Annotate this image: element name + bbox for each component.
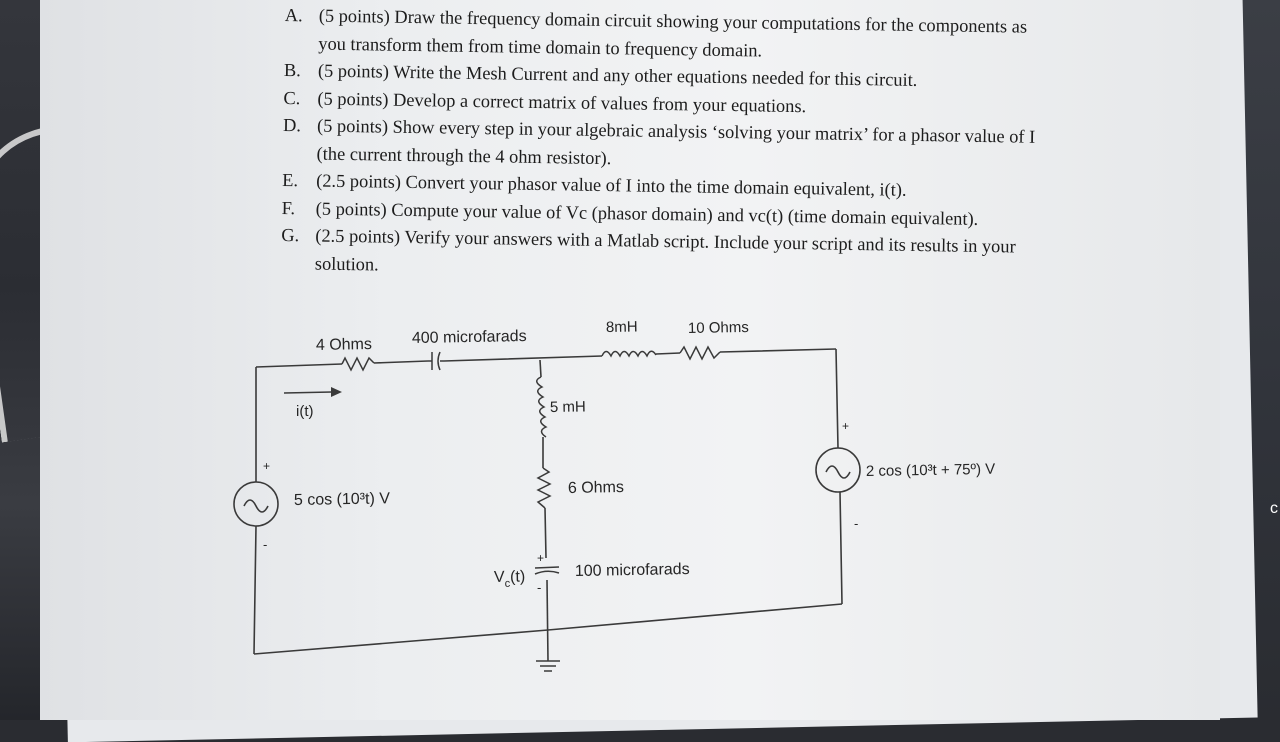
label-r1: 4 Ohms [316,336,372,354]
wire-middle-bottom [546,579,549,662]
edge-letter: c [1270,500,1278,517]
wire-middle-mid [542,437,547,559]
polarity-right-plus: + [842,419,849,433]
wire-middle-top [539,359,542,378]
polarity-right-minus: - [854,516,858,531]
ground-icon [536,660,560,672]
label-source-right: 2 cos (10³t + 75º) V [866,461,996,480]
wire-top-left [255,363,343,368]
paper-sheet [40,0,1220,720]
label-vc-main: V [494,569,505,586]
label-r2: 10 Ohms [688,319,749,337]
label-vc: Vc(t) [494,568,526,590]
wire-top-mid [373,355,603,364]
label-c1: 400 microfarads [412,328,527,347]
inductor-5mh-icon [536,376,548,438]
resistor-6-ohm-icon [536,467,552,509]
ac-source-right-icon [815,447,861,493]
polarity-cap-minus: - [537,580,541,595]
label-c2: 100 microfarads [575,561,690,580]
circuit-diagram: 4 Ohms 400 microfarads 8mH 10 Ohms i(t) … [233,318,996,672]
label-vc-tail: (t) [510,568,525,585]
label-vc-sub: c [505,578,511,590]
polarity-left-minus: - [263,537,267,552]
inductor-8mh-icon [601,350,657,358]
polarity-left-plus: + [263,459,270,473]
label-r3: 6 Ohms [568,479,624,497]
resistor-4-ohm-icon [341,356,375,372]
label-current: i(t) [296,403,314,420]
wire-top-right [655,348,837,355]
label-l1: 8mH [606,318,638,336]
resistor-10-ohm-icon [679,345,721,361]
wire-right [835,348,843,605]
capacitor-100uf-icon [534,566,560,575]
ac-source-left-icon [233,481,279,527]
wire-left [253,367,257,655]
capacitor-400uf-icon [428,351,444,371]
current-arrow-icon [283,387,342,397]
label-source-left: 5 cos (10³t) V [294,490,391,509]
polarity-cap-plus: + [537,551,544,565]
label-l2: 5 mH [550,398,586,416]
